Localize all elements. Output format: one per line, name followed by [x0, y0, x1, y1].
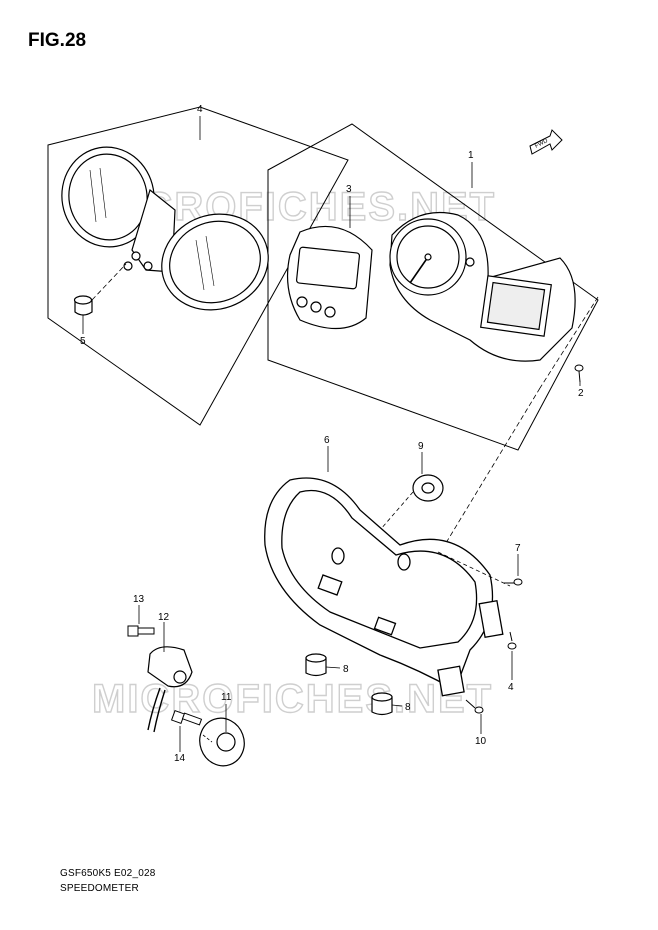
callout-8-lower: 8 — [405, 702, 411, 713]
callout-3: 3 — [346, 184, 352, 195]
screw-2 — [574, 364, 584, 383]
leader-lines — [82, 116, 581, 752]
callout-2: 2 — [578, 388, 584, 399]
forward-direction-arrow: FWD — [529, 129, 563, 155]
callout-14: 14 — [174, 753, 186, 764]
cushion-upper — [305, 653, 327, 677]
reset-knob — [73, 263, 127, 316]
speed-sensor — [147, 646, 193, 733]
callout-6: 6 — [324, 435, 330, 446]
bolt-13 — [127, 625, 155, 637]
callout-4-lower: 4 — [508, 682, 514, 693]
meter-case — [264, 477, 511, 697]
callout-11: 11 — [221, 692, 232, 703]
meter-cover — [61, 146, 269, 311]
callout-7: 7 — [515, 543, 521, 554]
callout-4: 4 — [197, 104, 203, 115]
bolt-14 — [170, 709, 203, 726]
screw-7 — [504, 578, 523, 586]
screw-10 — [465, 699, 484, 714]
callout-12: 12 — [158, 612, 170, 623]
cushion-lower — [371, 692, 393, 716]
figure-title: FIG.28 — [28, 30, 87, 51]
callout-10: 10 — [475, 736, 487, 747]
group-outline-cover — [47, 106, 349, 426]
group-outline-assembly — [267, 123, 599, 451]
leader-dashed — [431, 387, 541, 567]
meter-assembly — [389, 211, 576, 362]
grommet — [379, 474, 444, 531]
callout-1: 1 — [468, 150, 474, 161]
figure-model-code: GSF650K5 E02_028 — [60, 868, 156, 879]
lcd-display-panel — [286, 225, 373, 330]
figure-section-name: SPEEDOMETER — [60, 883, 139, 894]
callout-9: 9 — [418, 441, 424, 452]
speed-sensor-rotor — [199, 717, 245, 767]
callout-5: 5 — [80, 336, 86, 347]
callout-8-upper: 8 — [343, 664, 349, 675]
leader-dashed — [539, 296, 599, 389]
callout-13: 13 — [133, 594, 145, 605]
screw-4-lower — [507, 631, 517, 650]
